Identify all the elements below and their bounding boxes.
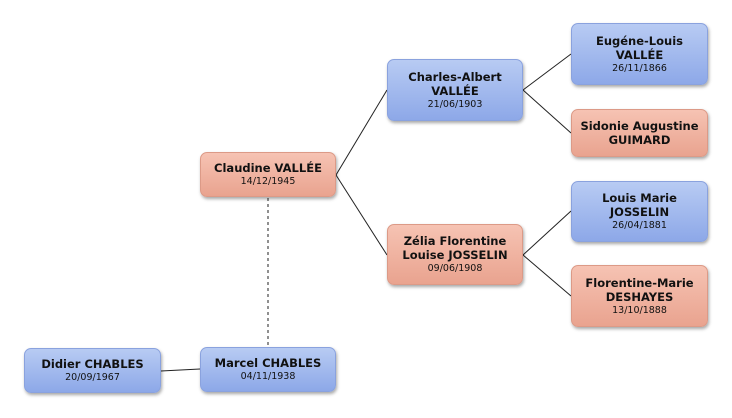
person-name: Claudine VALLÉE	[214, 161, 322, 175]
person-date: 13/10/1888	[612, 304, 667, 316]
connector-charles-sidonie	[522, 89, 572, 134]
person-name: Marcel CHABLES	[214, 356, 322, 370]
person-marcel-box[interactable]: Marcel CHABLES 04/11/1938	[200, 347, 336, 392]
person-claudine-box[interactable]: Claudine VALLÉE 14/12/1945	[200, 152, 336, 197]
person-date: 09/06/1908	[427, 263, 483, 274]
connector-zelia-florentine	[522, 254, 572, 297]
person-name-line2: JOSSELIN	[609, 205, 670, 219]
person-name-line1: Louis Marie	[602, 191, 677, 205]
person-name-line2: VALLÉE	[615, 47, 664, 62]
person-name-line2: GUIMARD	[608, 133, 671, 147]
person-date: 21/06/1903	[427, 98, 483, 110]
person-name-line2: Louise JOSSELIN	[402, 248, 508, 262]
person-charles-albert-box[interactable]: Charles-Albert VALLÉE 21/06/1903	[387, 59, 523, 121]
person-florentine-box[interactable]: Florentine-Marie DESHAYES 13/10/1888	[571, 265, 708, 327]
person-name-line1: Eugéne-Louis	[595, 33, 684, 48]
person-date: 04/11/1938	[240, 371, 296, 382]
person-name-line1: Florentine-Marie	[585, 275, 694, 290]
person-name-line1: Zélia Florentine	[403, 234, 507, 248]
person-didier-box[interactable]: Didier CHABLES 20/09/1967	[24, 348, 161, 393]
person-date: 20/09/1967	[65, 372, 120, 383]
person-date: 26/11/1866	[612, 62, 667, 74]
connector-charles-eugene	[522, 53, 572, 91]
person-name: Didier CHABLES	[41, 357, 144, 371]
person-name-line1: Charles-Albert	[408, 69, 502, 84]
connector-claudine-charles	[335, 89, 388, 176]
person-louis-box[interactable]: Louis Marie JOSSELIN 26/04/1881	[571, 181, 708, 242]
person-sidonie-box[interactable]: Sidonie Augustine GUIMARD	[571, 109, 708, 157]
person-date: 14/12/1945	[240, 176, 296, 187]
person-date: 26/04/1881	[612, 220, 667, 231]
person-name-line2: DESHAYES	[605, 289, 674, 304]
person-name-line1: Sidonie Augustine	[580, 119, 699, 133]
person-name-line2: VALLÉE	[431, 83, 479, 98]
connector-zelia-louis	[522, 210, 572, 256]
person-zelia-box[interactable]: Zélia Florentine Louise JOSSELIN 09/06/1…	[387, 224, 523, 285]
connector-claudine-zelia	[335, 174, 388, 256]
person-eugene-box[interactable]: Eugéne-Louis VALLÉE 26/11/1866	[571, 23, 708, 85]
connector-didier-marcel	[160, 368, 201, 372]
